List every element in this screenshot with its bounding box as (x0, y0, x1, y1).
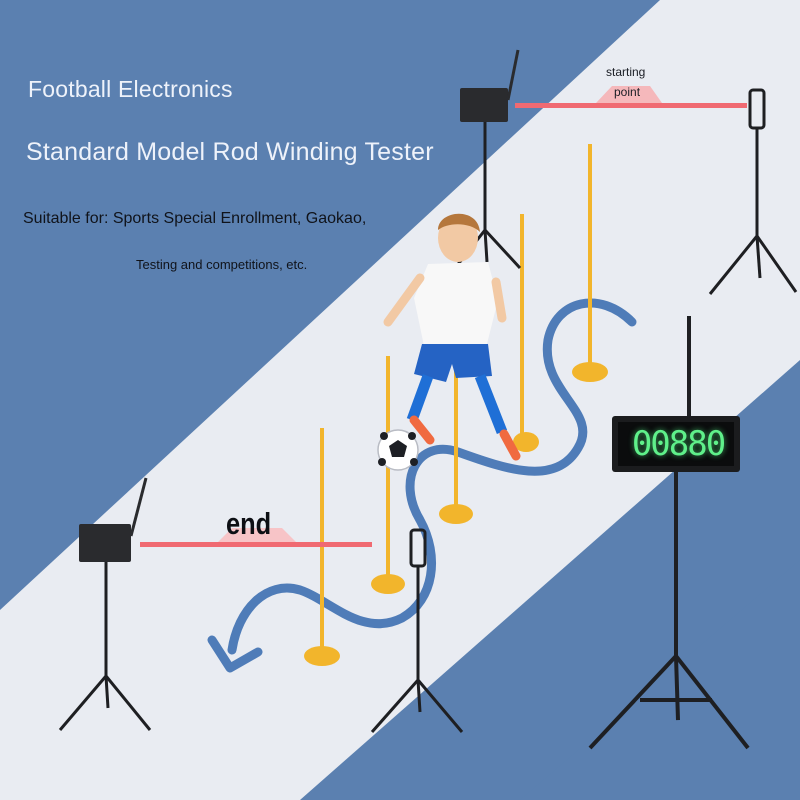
end-laser-beam (140, 542, 372, 547)
reflector-icon (748, 88, 766, 130)
sensor-box-icon (460, 88, 508, 122)
start-reflector-tripod (708, 128, 798, 295)
start-label-line-1: starting (606, 65, 646, 79)
pole-1 (572, 144, 608, 382)
brand-name: Football Electronics (28, 76, 233, 102)
pole-5 (304, 428, 340, 666)
start-laser-beam (515, 103, 747, 108)
player-figure (383, 213, 521, 461)
curved-arrow-icon (207, 635, 263, 673)
end-sensor-tripod (58, 560, 152, 731)
timer-tripod (588, 470, 750, 750)
soccer-ball-icon (377, 429, 419, 471)
end-reflector-icon (409, 528, 427, 568)
product-title: Standard Model Rod Winding Tester (26, 138, 434, 166)
suitable-line-1: Suitable for: Sports Special Enrollment,… (23, 210, 367, 227)
pole-2 (513, 214, 539, 452)
suitable-line-2: Testing and competitions, etc. (136, 257, 308, 272)
end-reflector-tripod (370, 566, 464, 733)
end-sensor-box-icon (79, 524, 131, 562)
corner-band (520, 560, 800, 800)
winding-path (227, 298, 637, 655)
end-label-tab (218, 528, 296, 542)
start-label-line-2: point (614, 85, 641, 99)
start-label-tab (596, 86, 662, 103)
timer-digits: 00880 (631, 424, 726, 464)
end-label: end (226, 506, 272, 541)
pole-3 (439, 286, 473, 524)
